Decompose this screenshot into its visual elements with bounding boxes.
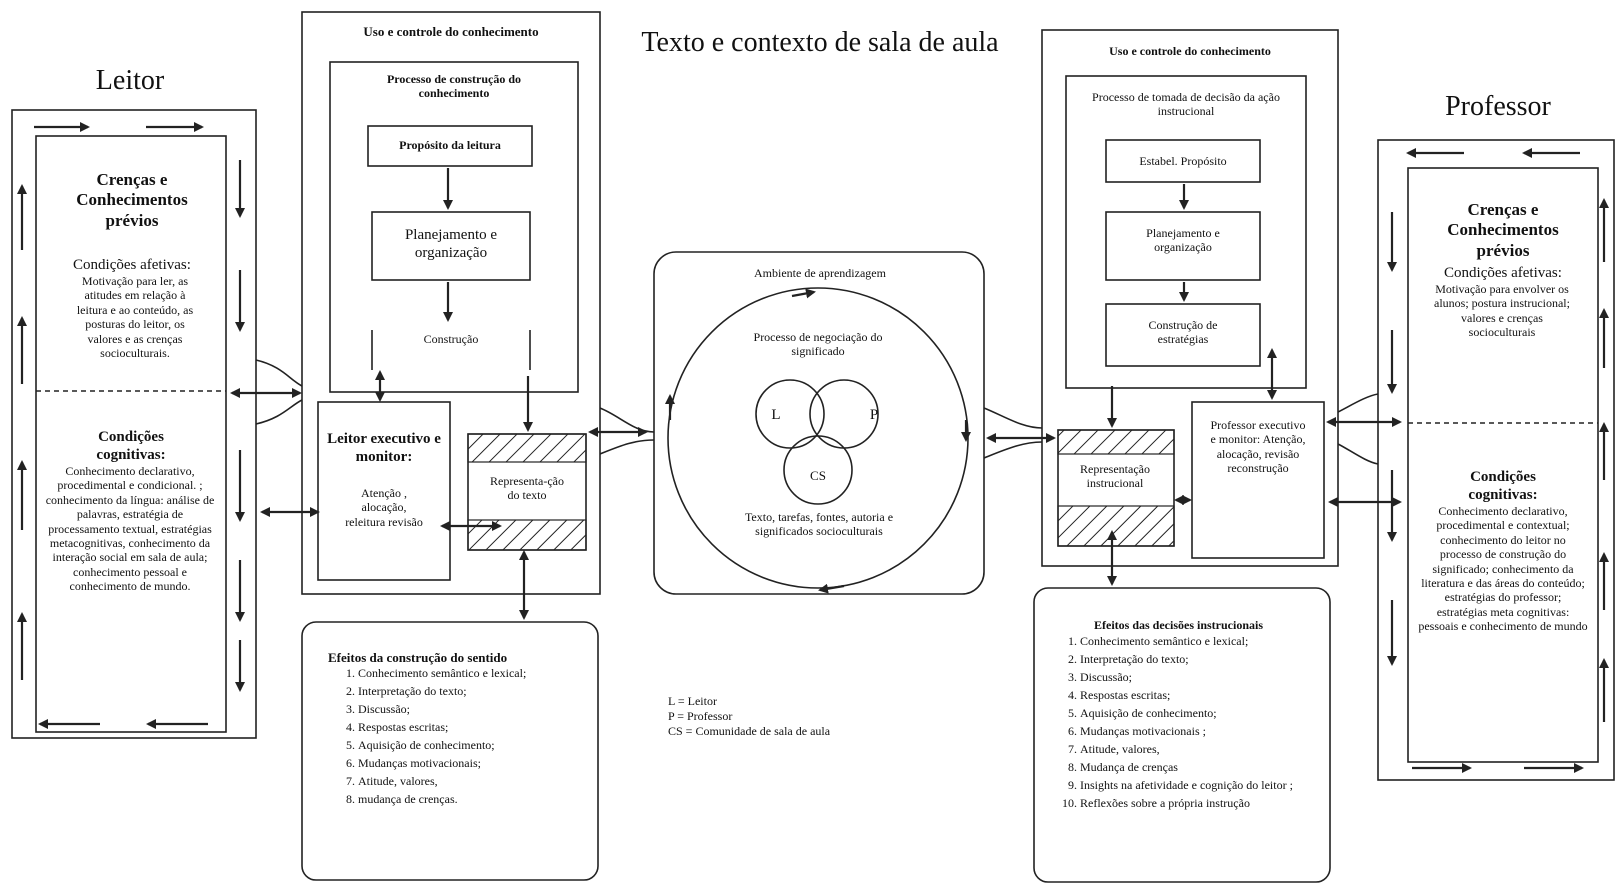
reader-step3-bracket xyxy=(371,330,531,370)
list-item: Conhecimento semântico e lexical; xyxy=(1080,632,1342,650)
teacher-effects-list: Conhecimento semântico e lexical; Interp… xyxy=(1058,632,1342,812)
reader-effects-title: Efeitos da construção do sentido xyxy=(328,650,508,665)
list-item: Insights na afetividade e cognição do le… xyxy=(1080,776,1342,794)
teacher-control-title: Uso e controle do conhecimento xyxy=(1109,44,1271,58)
reader-process-title: Processo de construção do conhecimento xyxy=(386,72,522,101)
list-item: Discussão; xyxy=(1080,668,1342,686)
circle-l-label: L xyxy=(771,407,781,423)
teacher-step3: Construção de estratégias xyxy=(1148,318,1218,347)
list-item: Aquisição de conhecimento; xyxy=(358,736,608,754)
legend-p: P = Professor xyxy=(668,709,733,723)
teacher-process-title: Processo de tomada de decisão da ação in… xyxy=(1092,90,1280,119)
list-item: Conhecimento semântico e lexical; xyxy=(358,664,608,682)
environment-texts: Texto, tarefas, fontes, autoria e signif… xyxy=(744,510,894,539)
reader-outer-box xyxy=(11,109,257,739)
reader-beliefs-title: Crenças e Conhecimentos prévios xyxy=(76,170,188,230)
reader-executive-title: Leitor executivo e monitor: xyxy=(327,431,441,465)
teacher-affective-title: Condições afetivas: xyxy=(1444,265,1562,281)
list-item: Aquisição de conhecimento; xyxy=(1080,704,1342,722)
list-item: Mudança de crenças xyxy=(1080,758,1342,776)
teacher-cognitive-title: Condições cognitivas: xyxy=(1468,469,1538,503)
teacher-executive-box xyxy=(1191,401,1325,559)
circle-cs-label: CS xyxy=(810,468,826,483)
reader-cognitive-title: Condições cognitivas: xyxy=(96,429,166,463)
teacher-step3-box xyxy=(1105,303,1261,367)
reader-representation: Representa-ção do texto xyxy=(490,474,564,503)
circle-l xyxy=(755,379,825,449)
teacher-affective-text: Motivação para envolver os alunos; postu… xyxy=(1434,282,1570,340)
reader-cognitive-text: Conhecimento declarativo, procedimental … xyxy=(45,464,215,594)
legend-cs: CS = Comunidade de sala de aula xyxy=(668,724,831,738)
teacher-label: Professor xyxy=(1445,91,1551,122)
teacher-process-box xyxy=(1065,75,1307,389)
teacher-step2-box xyxy=(1105,211,1261,281)
list-item: Interpretação do texto; xyxy=(1080,650,1342,668)
reader-inner-box xyxy=(35,135,227,733)
reader-control-box xyxy=(301,11,601,595)
environment-title: Ambiente de aprendizagem xyxy=(754,266,886,280)
teacher-step1: Estabel. Propósito xyxy=(1139,154,1227,168)
reader-step2-box xyxy=(371,211,531,281)
list-item: Respostas escritas; xyxy=(358,718,608,736)
teacher-effects-title: Efeitos das decisões instrucionais xyxy=(1094,618,1264,632)
reader-affective-text: Motivação para ler, as atitudes em relaç… xyxy=(76,274,194,360)
reader-executive-box xyxy=(317,401,451,581)
circle-cs xyxy=(783,435,853,505)
teacher-outer-box xyxy=(1377,139,1615,781)
reader-control-title: Uso e controle do conhecimento xyxy=(363,24,539,39)
list-item: mudança de crenças. xyxy=(358,790,608,808)
reader-effects-list: Conhecimento semântico e lexical; Interp… xyxy=(336,664,608,808)
list-item: Mudanças motivacionais ; xyxy=(1080,722,1342,740)
reader-step1-box xyxy=(367,125,533,167)
reader-step1: Propósito da leitura xyxy=(399,138,501,152)
environment-negotiation: Processo de negociação do significado xyxy=(753,330,883,359)
environment-box xyxy=(653,251,985,595)
list-item: Discussão; xyxy=(358,700,608,718)
list-item: Atitude, valores, xyxy=(1080,740,1342,758)
reader-process-box xyxy=(329,61,579,393)
list-item: Reflexões sobre a própria instrução xyxy=(1080,794,1342,812)
reader-step3: Construção xyxy=(423,332,479,346)
teacher-effects-box xyxy=(1033,587,1331,883)
teacher-step2: Planejamento e organização xyxy=(1146,226,1220,255)
reader-label: Leitor xyxy=(95,65,165,96)
circle-p-label: P xyxy=(869,407,879,423)
teacher-control-box xyxy=(1041,29,1339,567)
list-item: Atitude, valores, xyxy=(358,772,608,790)
teacher-beliefs-title: Crenças e Conhecimentos prévios xyxy=(1447,200,1559,260)
teacher-step1-box xyxy=(1105,139,1261,183)
list-item: Interpretação do texto; xyxy=(358,682,608,700)
page-title: Texto e contexto de sala de aula xyxy=(641,27,999,58)
reader-executive-text: Atenção , alocação, releitura revisão xyxy=(345,486,423,529)
teacher-inner-box xyxy=(1407,167,1599,763)
teacher-cognitive-text: Conhecimento declarativo, procedimental … xyxy=(1418,504,1588,634)
teacher-representation: Representação instrucional xyxy=(1080,462,1150,491)
teacher-executive-text: Professor executivo e monitor: Atenção, … xyxy=(1210,418,1306,476)
legend-l: L = Leitor xyxy=(668,694,717,708)
list-item: Mudanças motivacionais; xyxy=(358,754,608,772)
reader-effects-box xyxy=(301,621,599,881)
reader-step2: Planejamento e organização xyxy=(404,227,498,261)
list-item: Respostas escritas; xyxy=(1080,686,1342,704)
reader-affective-title: Condições afetivas: xyxy=(73,257,191,273)
